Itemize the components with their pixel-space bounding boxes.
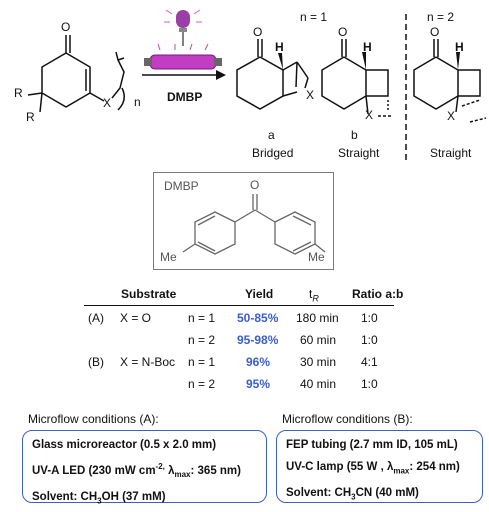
row-ratio: 4:1 xyxy=(361,355,378,369)
header-substrate: Substrate xyxy=(121,287,177,301)
dmbp-methyl-left: Me xyxy=(160,250,177,264)
row-yield: 50-85% xyxy=(237,311,279,325)
product-b-letter: b xyxy=(351,128,358,142)
product-a-letter: a xyxy=(268,128,275,142)
atom-h-n2: H xyxy=(455,40,464,54)
product-b-caption: Straight xyxy=(338,146,380,160)
row-tr: 60 min xyxy=(300,333,337,347)
atom-o-b: O xyxy=(338,25,348,39)
atom-h-a: H xyxy=(275,40,284,54)
product-n2-caption: Straight xyxy=(430,146,472,160)
atom-x-b: X xyxy=(365,108,374,122)
row-ratio: 1:0 xyxy=(361,311,378,325)
atom-x-a: X xyxy=(306,88,315,102)
reagent-label: DMBP xyxy=(167,90,203,104)
atom-x-n2: X xyxy=(447,109,456,123)
arrowhead xyxy=(216,70,226,80)
reaction-scheme xyxy=(27,9,487,160)
starting-material xyxy=(27,35,125,113)
n1-label: n = 1 xyxy=(300,10,328,24)
dmbp-label: DMBP xyxy=(164,179,199,193)
row-ratio: 1:0 xyxy=(361,333,378,347)
conditions-b-line1: FEP tubing (2.7 mm ID, 105 mL) xyxy=(286,439,458,451)
wedge-b xyxy=(362,52,366,70)
atom-r1: R xyxy=(14,86,23,100)
group-a-substrate: X = O xyxy=(120,311,152,325)
conditions-a-line2: UV-A LED (230 mW cm-2, λmax: 365 nm) xyxy=(32,462,241,480)
row-tr: 30 min xyxy=(300,355,337,369)
conditions-a-box: Glass microreactor (0.5 x 2.0 mm) UV-A L… xyxy=(22,430,267,505)
dmbp-oxygen: O xyxy=(250,178,260,192)
product-a-caption: Bridged xyxy=(252,146,294,160)
atom-x-start: X xyxy=(103,96,112,110)
row-n: n = 1 xyxy=(188,311,216,325)
led-icon xyxy=(164,9,202,46)
n2-label: n = 2 xyxy=(427,10,455,24)
row-tr: 180 min xyxy=(296,311,339,325)
group-b-substrate: X = N-Boc xyxy=(120,355,176,369)
conditions-b-line2: UV-C lamp (55 W , λmax: 254 nm) xyxy=(286,461,460,476)
dmbp-frame xyxy=(153,172,334,270)
group-a-tag: (A) xyxy=(88,311,104,325)
conditions-b-line3: Solvent: CH3CN (40 mM) xyxy=(286,487,419,502)
atom-h-b: H xyxy=(363,40,372,54)
header-ratio: Ratio a:b xyxy=(352,287,404,301)
atom-o-start: O xyxy=(61,20,71,34)
lamp-tube-icon xyxy=(144,43,222,70)
dmbp-structure xyxy=(182,194,326,255)
conditions-a-line3: Solvent: CH3OH (37 mM) xyxy=(32,491,166,506)
conditions-b-box: FEP tubing (2.7 mm ID, 105 mL) UV-C lamp… xyxy=(276,430,483,503)
conditions-a-line1: Glass microreactor (0.5 x 2.0 mm) xyxy=(32,439,217,451)
atom-o-n2: O xyxy=(430,25,440,39)
product-n2-structure xyxy=(413,39,487,123)
atom-r2: R xyxy=(26,110,35,124)
conditions-a-title: Microflow conditions (A): xyxy=(28,412,159,426)
conditions-b-title: Microflow conditions (B): xyxy=(282,412,413,426)
row-n: n = 2 xyxy=(188,333,216,347)
dmbp-methyl-right: Me xyxy=(308,250,325,264)
wedge-n2 xyxy=(456,52,460,70)
row-yield: 95% xyxy=(246,377,271,391)
wedge-a xyxy=(278,53,283,70)
row-n: n = 1 xyxy=(188,355,216,369)
row-yield: 96% xyxy=(246,355,271,369)
header-yield: Yield xyxy=(245,287,274,301)
row-tr: 40 min xyxy=(300,377,337,391)
atom-o-a: O xyxy=(253,25,263,39)
atom-n-subscript: n xyxy=(134,95,141,109)
group-b-tag: (B) xyxy=(88,355,104,369)
row-yield: 95-98% xyxy=(237,333,279,347)
row-ratio: 1:0 xyxy=(361,377,378,391)
header-tr: tR xyxy=(309,287,319,304)
table-rule-top xyxy=(84,305,394,306)
product-a-structure xyxy=(236,39,309,110)
row-n: n = 2 xyxy=(188,377,216,391)
product-b-structure xyxy=(321,39,392,117)
